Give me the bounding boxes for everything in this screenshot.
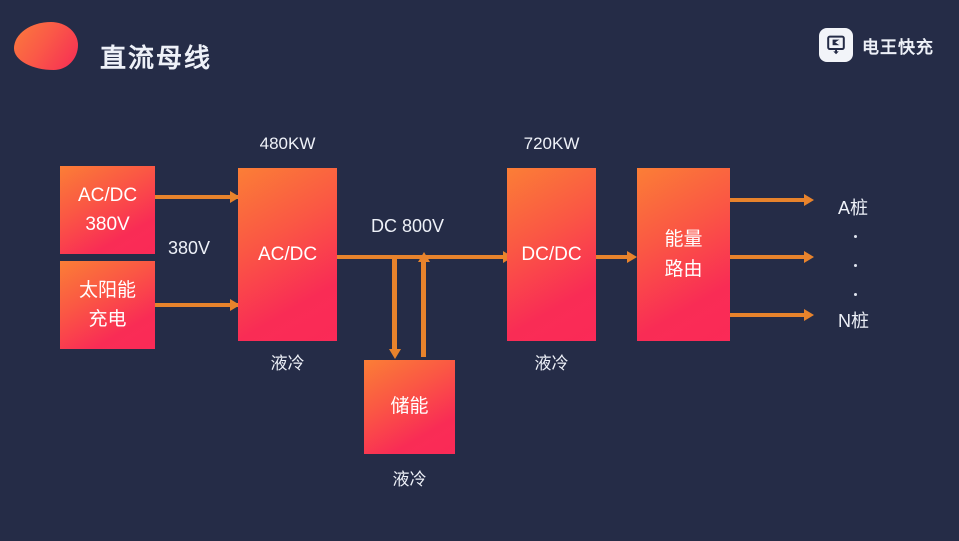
- block-energy-router[interactable]: 能量 路由: [637, 168, 730, 341]
- block-dcdc-converter[interactable]: DC/DC: [507, 168, 596, 341]
- label-acdc-converter-cooling: 液冷: [270, 354, 305, 373]
- arrowhead-dcdc-to-router: [627, 251, 637, 263]
- arrowhead-bus-to-storage: [388, 349, 401, 359]
- block-acdc-converter-line-1: AC/DC: [257, 243, 318, 265]
- block-storage-line-1: 储能: [390, 396, 429, 418]
- arrowhead-acdc-input: [230, 191, 240, 203]
- connector-router-output-3: [730, 313, 810, 317]
- block-acdc-input-line-2: 380V: [85, 214, 130, 235]
- page-title: 直流母线: [100, 43, 213, 73]
- brand-lockup: 电王快充: [819, 28, 934, 62]
- charging-plug-icon: [819, 28, 853, 62]
- block-solar-line-1: 太阳能: [78, 279, 136, 301]
- block-dcdc-converter-line-1: DC/DC: [521, 243, 582, 265]
- label-acdc-converter-power: 480KW: [259, 134, 316, 153]
- ellipsis-dot: [854, 264, 857, 267]
- ellipsis-dot: [854, 235, 857, 238]
- arrowhead-storage-to-bus: [417, 252, 430, 262]
- connector-router-output-1: [730, 198, 810, 202]
- block-solar-line-2: 充电: [88, 309, 127, 330]
- block-acdc-input-line-1: AC/DC: [77, 184, 138, 206]
- label-dcdc-converter-cooling: 液冷: [534, 354, 569, 373]
- connector-solar-to-converter: [155, 303, 238, 307]
- block-router-line-2: 路由: [664, 258, 703, 280]
- connector-bus-to-storage: [392, 255, 397, 353]
- connector-dcdc-to-router: [596, 255, 630, 259]
- arrowhead-router-output-2: [804, 251, 814, 263]
- block-acdc-converter[interactable]: AC/DC: [238, 168, 337, 341]
- header-bar: 直流母线 电王快充: [0, 0, 959, 95]
- ellipsis-dot: [854, 293, 857, 296]
- label-ac-input-voltage: 380V: [168, 238, 211, 258]
- label-dc-bus-voltage: DC 800V: [371, 216, 445, 236]
- output-label-last: N桩: [838, 311, 869, 331]
- arrowhead-router-output-3: [804, 309, 814, 321]
- blob-logo-icon: [14, 22, 78, 70]
- brand-name: 电王快充: [862, 37, 934, 57]
- connector-storage-to-bus: [421, 259, 426, 357]
- block-energy-storage[interactable]: 储能: [364, 360, 455, 454]
- arrowhead-router-output-1: [804, 194, 814, 206]
- label-dcdc-converter-power: 720KW: [523, 134, 580, 153]
- block-acdc-input[interactable]: AC/DC 380V: [60, 166, 155, 254]
- label-storage-cooling: 液冷: [392, 470, 427, 489]
- connector-acdc-input-to-converter: [155, 195, 238, 199]
- block-solar-charging[interactable]: 太阳能 充电: [60, 261, 155, 349]
- arrowhead-solar-input: [230, 299, 240, 311]
- block-router-line-1: 能量: [664, 229, 703, 251]
- connector-router-output-2: [730, 255, 810, 259]
- output-label-first: A桩: [838, 198, 869, 218]
